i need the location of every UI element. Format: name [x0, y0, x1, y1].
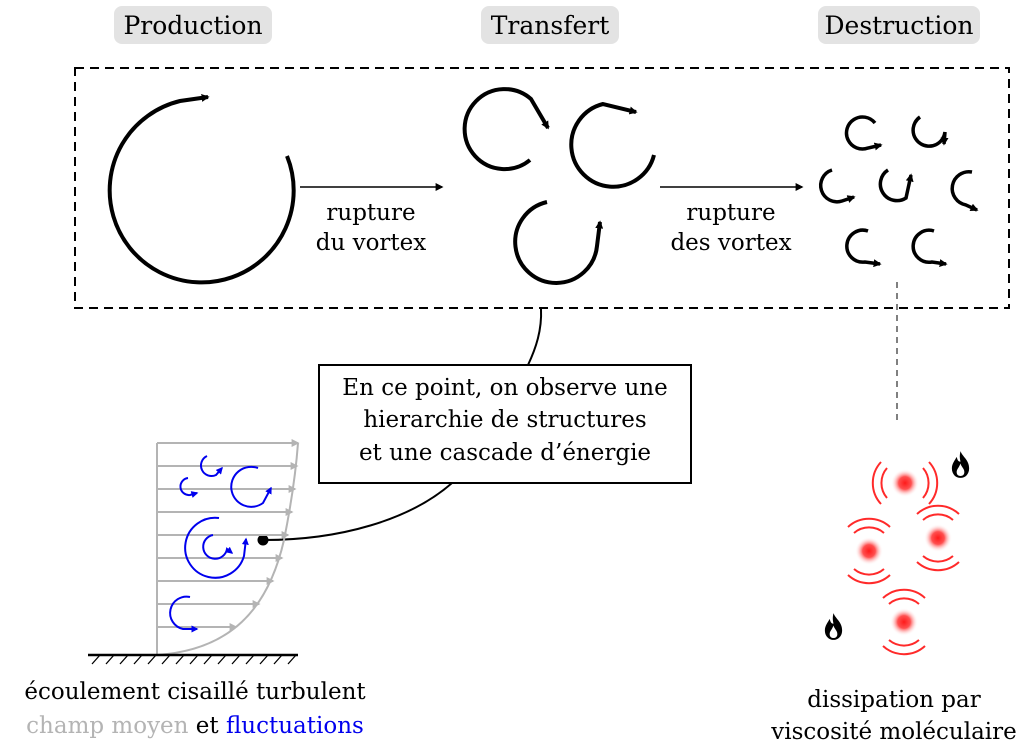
arrow-label-1b: du vortex	[316, 230, 427, 256]
circular-arrow-icon	[200, 455, 223, 477]
fluctuations-label: fluctuations	[226, 713, 364, 739]
circular-arrow-icon	[184, 516, 249, 579]
wall	[88, 653, 298, 665]
fire-icon	[951, 451, 970, 478]
circular-arrow-icon	[179, 477, 199, 498]
dissipation-caption-line-2: viscosité moléculaire	[770, 719, 1017, 745]
fire-icon	[824, 613, 843, 640]
note-line-3: et une cascade d’énergie	[359, 440, 651, 466]
heat-spot-icon	[847, 517, 891, 585]
circular-arrow-icon	[845, 228, 882, 268]
stage-label-transfer: Transfert	[481, 6, 619, 44]
note-box	[318, 364, 692, 484]
circular-arrow-icon	[569, 101, 656, 189]
heat-spot-icon	[871, 461, 939, 505]
note-line-2: hierarchie de structures	[363, 407, 646, 433]
circular-arrow-icon	[911, 115, 949, 148]
circular-arrow-icon	[169, 595, 199, 633]
stage-label-production: Production	[114, 6, 272, 44]
note-connector-top	[527, 308, 543, 366]
flow-caption-line-1: écoulement cisaillé turbulent	[24, 679, 366, 705]
heat-spot-icon	[882, 588, 926, 656]
and-label: et	[196, 713, 220, 739]
arrow-label-2a: rupture	[686, 200, 775, 226]
note-connector-bottom	[263, 482, 453, 541]
circular-arrow-icon	[462, 87, 550, 172]
circular-arrow-icon	[911, 228, 948, 268]
heat-spot-icon	[916, 504, 960, 572]
mean-field-label: champ moyen	[26, 713, 189, 739]
connector-dot	[257, 534, 269, 546]
circular-arrow-icon	[202, 534, 234, 560]
arrow-label-2b: des vortex	[670, 230, 791, 256]
circular-arrow-icon	[513, 200, 604, 285]
stage-label-destruction: Destruction	[818, 6, 980, 44]
arrow-label-1a: rupture	[326, 200, 415, 226]
svg-text:Transfert: Transfert	[491, 11, 610, 40]
svg-text:Production: Production	[123, 11, 262, 40]
flow-caption-line-2: champ moyen et fluctuations	[26, 713, 364, 739]
circular-arrow-icon	[950, 169, 979, 212]
dissipation-caption-line-1: dissipation par	[807, 687, 980, 713]
cascade-frame	[74, 67, 1010, 309]
circular-arrow-icon	[230, 465, 272, 508]
circular-arrow-icon	[819, 168, 856, 204]
circular-arrow-icon	[107, 93, 296, 285]
svg-text:Destruction: Destruction	[825, 11, 974, 40]
note-line-1: En ce point, on observe une	[342, 375, 667, 401]
circular-arrow-icon	[844, 115, 883, 151]
circular-arrow-icon	[878, 168, 914, 203]
